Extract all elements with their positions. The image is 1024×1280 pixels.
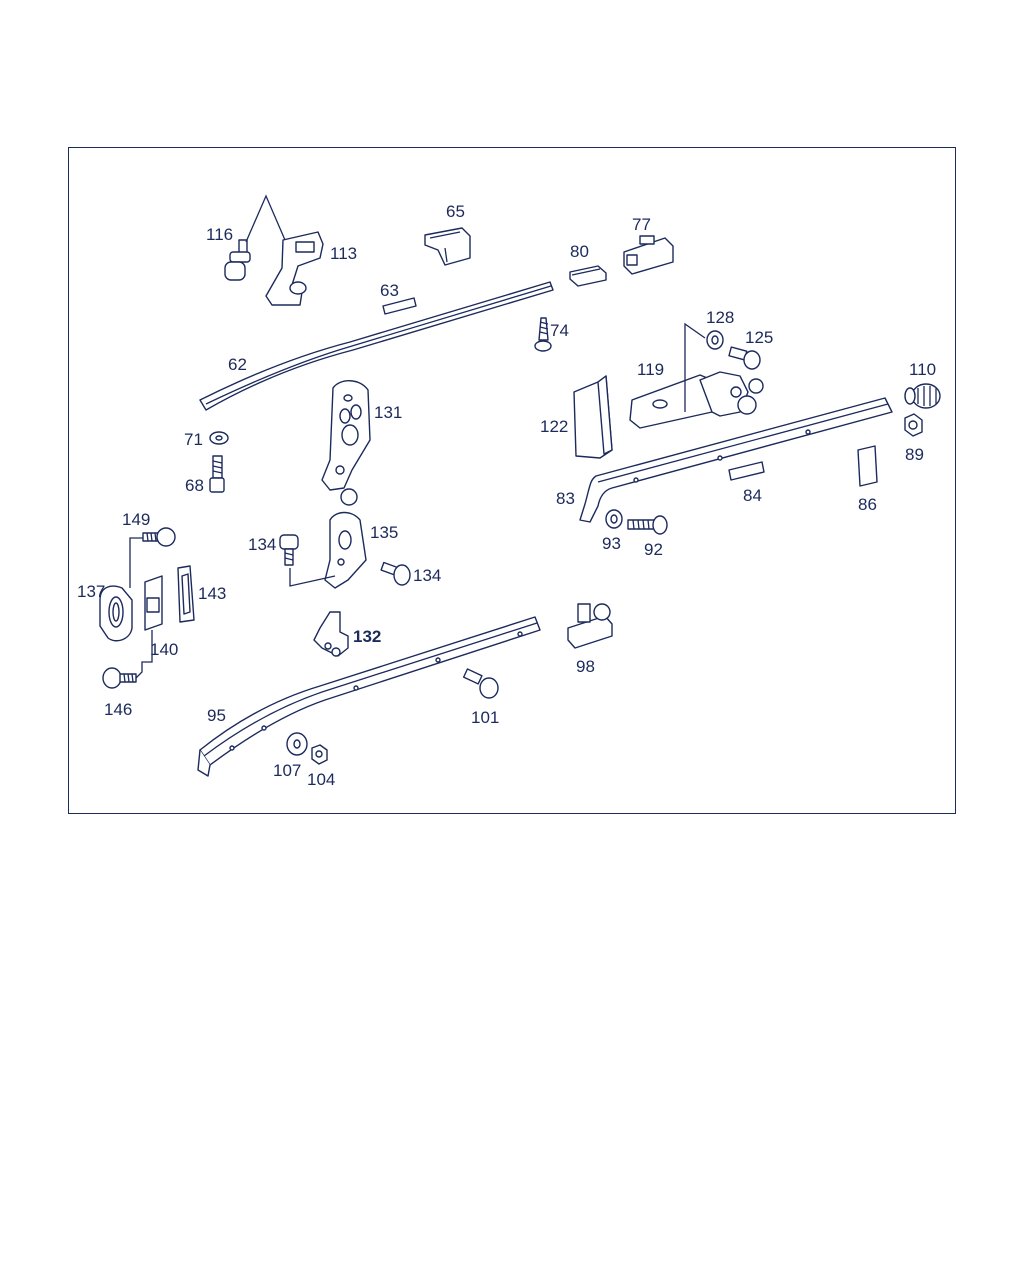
stop-block-122 (573, 375, 613, 459)
bolt-125 (728, 346, 761, 370)
callout-132: 132 (353, 627, 381, 646)
callout-95: 95 (207, 706, 226, 725)
bolt-68 (209, 455, 225, 493)
roller-carrier-113 (265, 231, 324, 306)
bolt-101 (462, 668, 499, 699)
leader-113-116 (245, 194, 286, 243)
callout-137: 137 (77, 582, 105, 601)
callout-104: 104 (307, 770, 335, 789)
callout-146: 146 (104, 700, 132, 719)
nut-104 (311, 744, 328, 765)
callout-98: 98 (576, 657, 595, 676)
callout-71: 71 (184, 430, 203, 449)
callout-116: 116 (206, 225, 233, 244)
callout-149: 149 (122, 510, 150, 529)
callout-119: 119 (637, 360, 664, 379)
shim-143 (177, 565, 195, 623)
washer-93 (605, 509, 623, 529)
callout-86: 86 (858, 495, 877, 514)
callout-63: 63 (380, 281, 399, 300)
clip-80 (569, 265, 607, 287)
callout-125: 125 (745, 328, 773, 347)
bolt-146 (102, 667, 137, 689)
washer-71 (209, 431, 229, 445)
label-86 (857, 445, 878, 487)
bolt-149 (142, 527, 176, 547)
callout-93: 93 (602, 534, 621, 553)
lower-rail-95 (197, 616, 541, 777)
callout-65: 65 (446, 202, 465, 221)
roller-arm-131 (321, 380, 371, 506)
bolt-134-right (380, 561, 411, 586)
callout-83: 83 (556, 489, 575, 508)
callout-128: 128 (706, 308, 734, 327)
callout-92: 92 (644, 540, 663, 559)
callout-74: 74 (550, 321, 569, 340)
callout-113: 113 (330, 244, 357, 263)
strip-84 (728, 461, 765, 481)
bracket-65 (424, 227, 471, 266)
callout-80: 80 (570, 242, 589, 261)
callout-131: 131 (374, 403, 402, 422)
bracket-132 (313, 611, 349, 657)
callout-140: 140 (150, 640, 178, 659)
diagram-frame (68, 147, 956, 814)
callout-62: 62 (228, 355, 247, 374)
bolt-134-left (279, 534, 299, 566)
roller-arm-135 (324, 511, 367, 589)
callout-107: 107 (273, 761, 301, 780)
leader-137-group (129, 537, 153, 679)
striker-137 (99, 585, 133, 642)
leader-134-135 (289, 568, 336, 587)
callout-68: 68 (185, 476, 204, 495)
callout-89: 89 (905, 445, 924, 464)
roller-110 (904, 383, 941, 409)
callout-84: 84 (743, 486, 762, 505)
callout-143: 143 (198, 584, 226, 603)
block-63 (382, 297, 417, 315)
callout-77: 77 (632, 215, 651, 234)
callout-134-right: 134 (413, 566, 441, 585)
guide-rail-83 (579, 397, 893, 523)
screw-74 (534, 317, 552, 352)
callout-110: 110 (909, 360, 936, 379)
upper-rail-62 (199, 281, 554, 411)
washer-107 (286, 732, 308, 756)
plate-140 (144, 575, 163, 631)
callout-101: 101 (471, 708, 499, 727)
nut-89 (904, 413, 923, 437)
washer-128 (706, 330, 724, 350)
bolt-92 (627, 515, 668, 535)
callout-122: 122 (540, 417, 568, 436)
callout-134-left: 134 (248, 535, 276, 554)
carrier-98 (567, 603, 613, 649)
connector-77 (623, 235, 674, 275)
callout-135: 135 (370, 523, 398, 542)
leader-119-128 (684, 322, 706, 412)
hinge-119 (629, 371, 764, 429)
bolt-116 (224, 239, 251, 281)
